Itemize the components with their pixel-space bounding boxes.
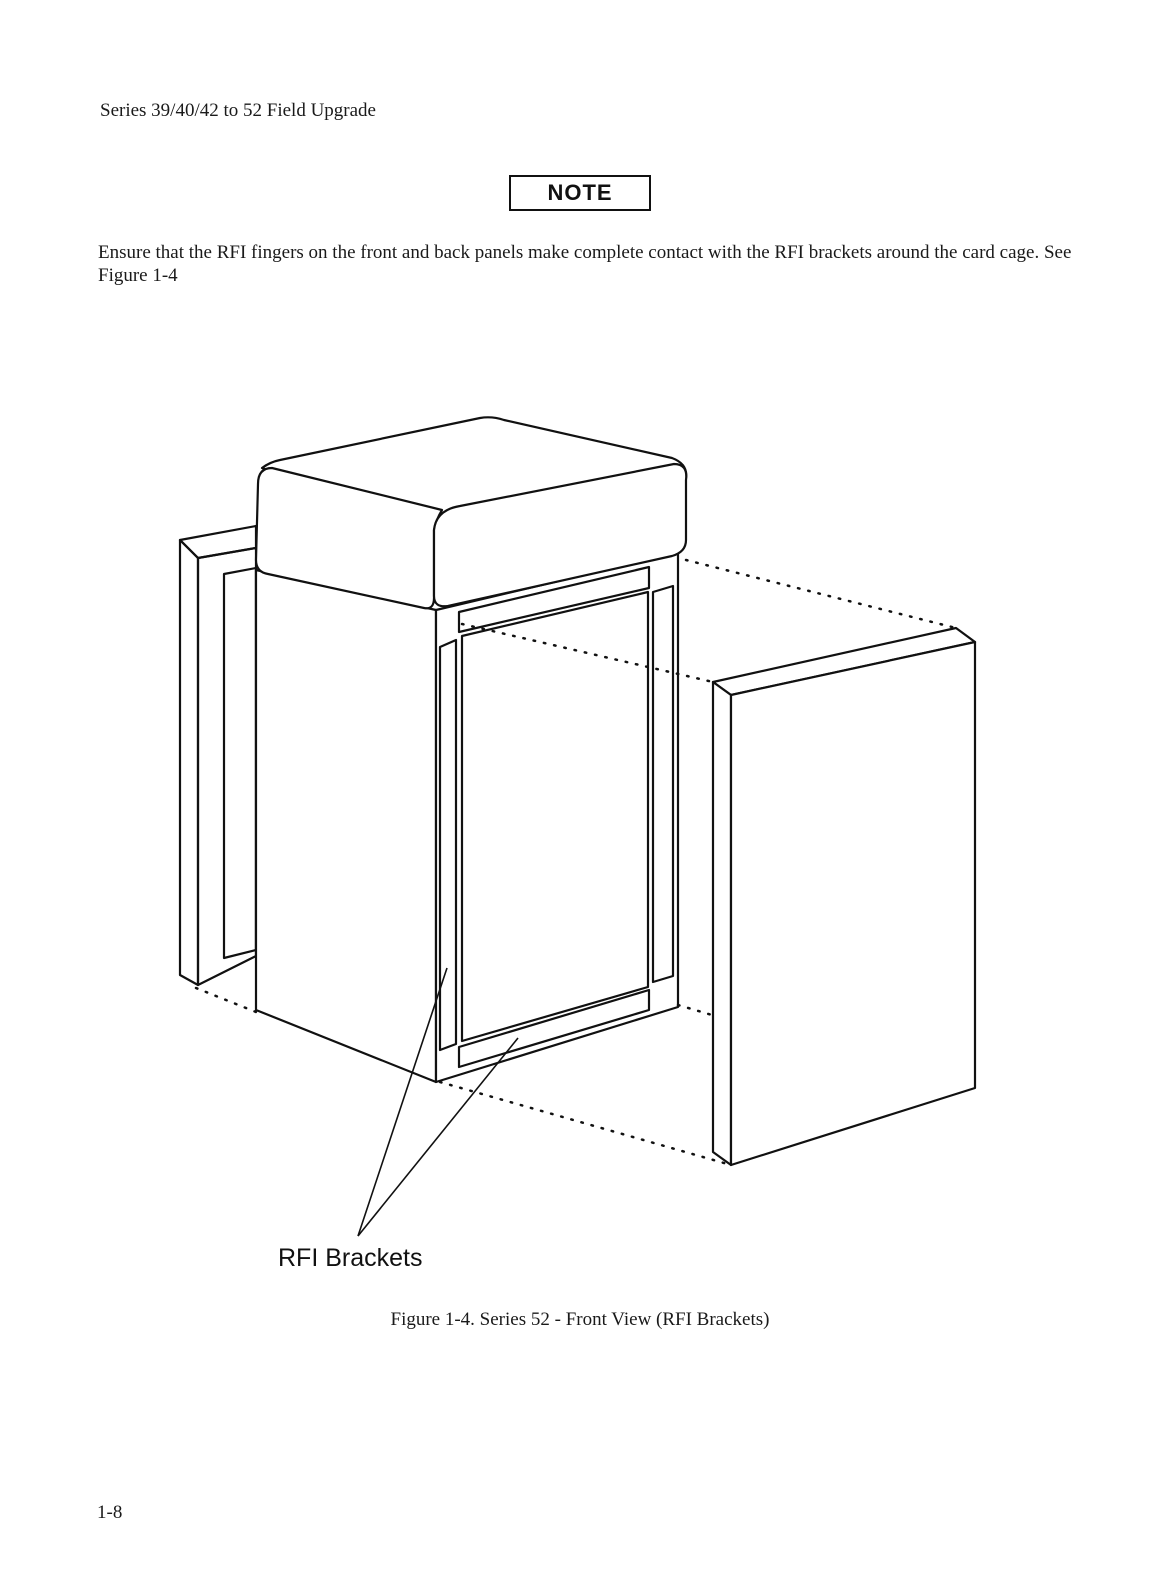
rfi-brackets-callout: RFI Brackets bbox=[278, 1244, 422, 1273]
back-panel bbox=[180, 526, 256, 985]
page-number: 1-8 bbox=[97, 1502, 122, 1524]
figure-caption: Figure 1-4. Series 52 - Front View (RFI … bbox=[0, 1309, 1160, 1331]
front-panel bbox=[713, 628, 975, 1165]
cabinet-body bbox=[256, 553, 678, 1082]
